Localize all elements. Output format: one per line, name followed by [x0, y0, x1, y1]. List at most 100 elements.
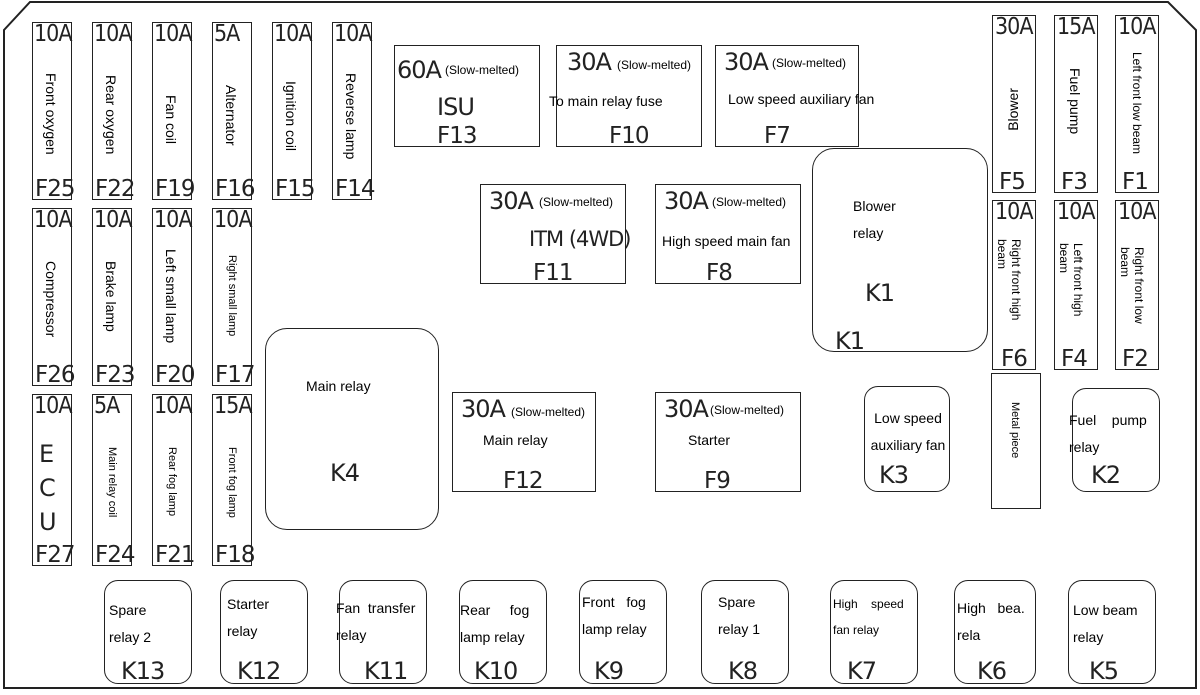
fuse-code: F11 [533, 260, 573, 286]
relay-label: Fan transfer relay [336, 600, 416, 643]
relay-k1: Blower relay K1 K1 [812, 148, 988, 355]
fuse-f23: 10A Brake lamp F23 [92, 207, 135, 388]
fuse-label: Main relay coil [106, 447, 118, 518]
relay-code: K8 [728, 657, 758, 685]
fuse-label: High speed main fan [662, 233, 791, 249]
relay-label: Starter relay [227, 596, 270, 639]
fuse-rating: 10A [274, 21, 312, 47]
relay-code: K9 [594, 657, 624, 685]
fuse-label: Starter [688, 432, 731, 448]
relay-code: K4 [330, 459, 360, 487]
fuse-f16: 5A Alternator F16 [212, 21, 255, 202]
relay-label: High speed fan relay [833, 597, 904, 637]
fuse-f26: 10A Compressor F26 [32, 207, 75, 388]
fuse-f7: 30A (Slow-melted) Low speed auxiliary fa… [715, 45, 874, 149]
fuse-f24: 5A Main relay coil F24 [92, 393, 135, 568]
relay-label: Main relay [306, 378, 371, 394]
fuse-f5: 30A Blower F5 [992, 14, 1036, 195]
relay-k6: High bea. rela K6 [954, 580, 1036, 685]
fuse-code: F21 [155, 542, 195, 568]
fuse-code: F7 [764, 123, 791, 149]
fuse-note: (Slow-melted) [712, 195, 787, 209]
fuse-rating: 10A [334, 21, 372, 47]
fuse-rating: 5A [94, 393, 120, 419]
fuse-rating: 10A [94, 207, 132, 233]
relay-code: K5 [1089, 657, 1119, 685]
fuse-label: Rear fog lamp [166, 447, 178, 517]
fuse-code: F1 [1122, 169, 1149, 195]
fuse-rating: 10A [154, 21, 192, 47]
fuse-code: F22 [95, 176, 135, 202]
relay-label: Spare relay 2 [109, 602, 152, 645]
fuse-note: (Slow-melted) [445, 63, 520, 77]
fuse-code: F26 [35, 362, 75, 388]
relay-k2: Fuel pump relay K2 [1069, 388, 1160, 492]
fuse-rating: 15A [1057, 14, 1095, 40]
fuse-f6: 10A Right front high beam F6 [992, 199, 1036, 372]
relay-k11: Fan transfer relay K11 [336, 580, 427, 685]
fuse-code: F14 [335, 176, 375, 202]
fuse-rating: 5A [214, 21, 240, 47]
relay-label: Rear fog lamp relay [460, 602, 530, 645]
fuse-note: (Slow-melted) [772, 56, 847, 70]
fuse-rating: 30A [461, 395, 506, 423]
fuse-f21: 10A Rear fog lamp F21 [152, 393, 195, 568]
fuse-label: E C U [39, 440, 57, 536]
fuse-label: Brake lamp [103, 261, 119, 332]
fuse-f13: 60A (Slow-melted) ISU F13 [394, 45, 540, 149]
relay-code: K1 [865, 279, 895, 307]
fuse-f25: 10A Front oxygen F25 [32, 21, 75, 202]
fuse-rating: 10A [34, 21, 72, 47]
relay-label: Front fog lamp relay [582, 594, 647, 637]
fuse-code: F24 [95, 542, 135, 568]
metal-piece-label: Metal piece [1009, 402, 1021, 459]
relay-code: K2 [1091, 461, 1121, 489]
relay-code: K11 [364, 657, 408, 685]
fuse-code: F25 [35, 176, 75, 202]
fuse-label: Low speed auxiliary fan [728, 91, 875, 107]
fuse-note: (Slow-melted) [511, 405, 586, 419]
fuse-rating: 10A [154, 393, 192, 419]
fuse-f10: 30A (Slow-melted) To main relay fuse F10 [549, 45, 702, 149]
fuse-rating: 10A [1118, 199, 1156, 225]
fuse-rating: 30A [995, 14, 1033, 40]
relay-code: K13 [121, 657, 165, 685]
fuse-label: Blower [1005, 88, 1021, 131]
fuse-label: Right small lamp [226, 255, 238, 337]
fuse-label: Right front low beam [1118, 247, 1146, 324]
fuse-code: F8 [706, 260, 733, 286]
fuse-f14: 10A Reverse lamp F14 [332, 21, 375, 202]
fuse-f2: 10A Right front low beam F2 [1115, 199, 1159, 372]
fuse-label: ISU [437, 93, 475, 121]
relay-k8: Spare relay 1 K8 [701, 580, 789, 685]
fuse-label: Front fog lamp [226, 447, 238, 518]
fuse-f22: 10A Rear oxygen F22 [92, 21, 135, 202]
fuse-label: Reverse lamp [343, 73, 359, 160]
fuse-code: F5 [999, 169, 1026, 195]
relay-label: Low speed auxiliary fan [870, 410, 946, 453]
fuse-label: Main relay [483, 432, 548, 448]
fuse-rating: 30A [724, 48, 769, 76]
fuse-rating: 60A [397, 56, 442, 84]
fuse-code: F18 [215, 542, 255, 568]
relay-code: K3 [879, 461, 909, 489]
fuse-code: F20 [155, 362, 195, 388]
relay-k3: Low speed auxiliary fan K3 [864, 386, 950, 492]
fuse-code: F4 [1061, 346, 1088, 372]
fuse-rating: 10A [214, 207, 252, 233]
fuse-code: F10 [609, 123, 649, 149]
fuse-f19: 10A Fan coil F19 [152, 21, 195, 202]
fuse-rating: 10A [1118, 14, 1156, 40]
fuse-f3: 15A Fuel pump F3 [1054, 14, 1098, 195]
fuse-note: (Slow-melted) [617, 58, 692, 72]
fuse-label: Fuel pump [1067, 68, 1083, 135]
relay-label: Low beam relay [1073, 602, 1138, 645]
fuse-rating: 15A [214, 393, 252, 419]
relay-label: Blower relay [853, 198, 896, 241]
fuse-rating: 10A [1057, 199, 1095, 225]
fuse-rating: 10A [154, 207, 192, 233]
fuse-label: Ignition coil [283, 81, 299, 152]
fuse-code: F2 [1122, 346, 1149, 372]
